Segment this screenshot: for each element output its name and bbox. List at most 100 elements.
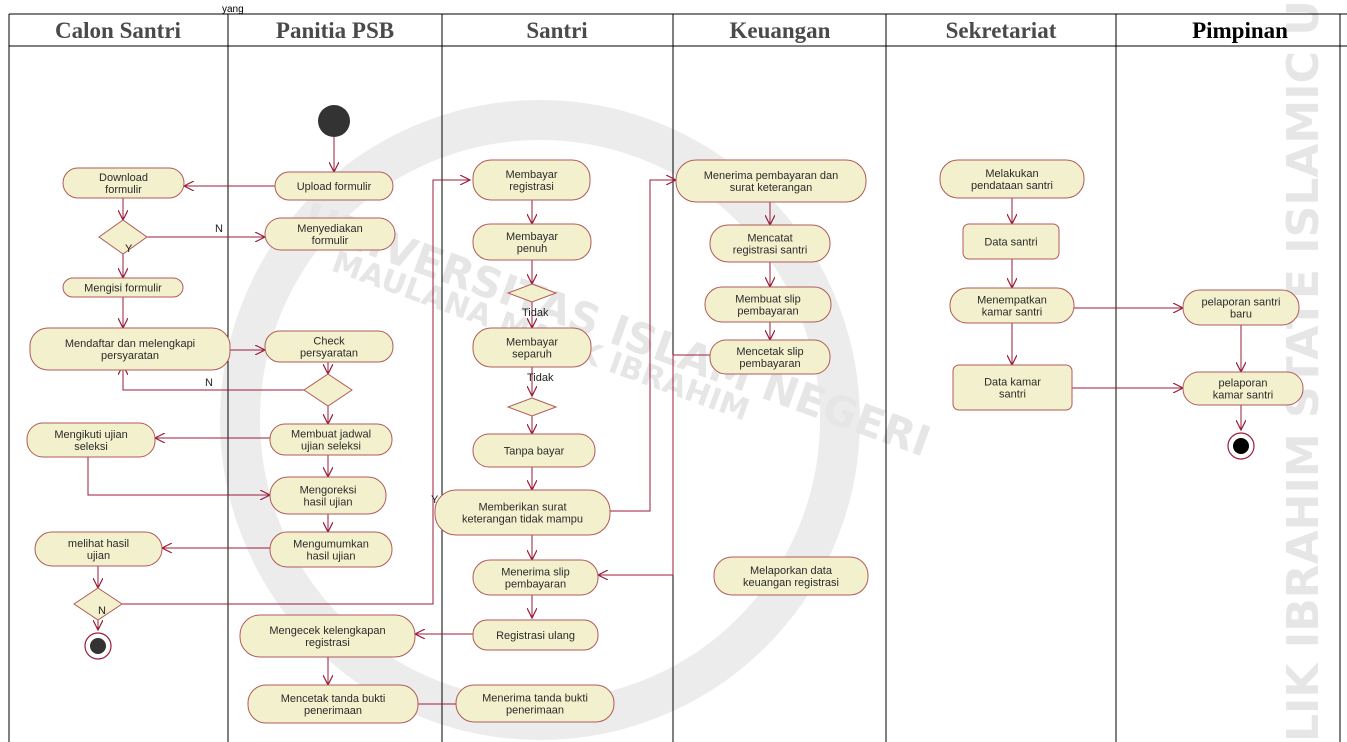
activity-box [434, 489, 611, 536]
activity-label: Mengikuti ujian [54, 429, 127, 441]
activity-label: Membayar [506, 231, 558, 243]
lane-title-panitia-psb: Panitia PSB [276, 18, 394, 43]
activity-label: Data kamar [984, 377, 1041, 389]
activity-label: registrasi [305, 637, 350, 649]
activity-box [269, 476, 387, 515]
activity-box [264, 217, 396, 251]
activity-label: keterangan tidak mampu [462, 514, 583, 526]
activity-upload-formulir: Upload formulir [274, 171, 394, 201]
activity-label: Mengumumkan [293, 539, 369, 551]
activity-mengisi-formulir: Mengisi formulir [62, 277, 184, 298]
activity-label: Mencetak slip [736, 346, 803, 358]
decision-diamond [303, 373, 353, 407]
activity-label: Menerima slip [501, 567, 569, 579]
guard-y1: Y [125, 243, 133, 255]
activity-label: Membayar [506, 337, 558, 349]
activity-label: penuh [517, 243, 548, 255]
activity-box [239, 614, 416, 658]
watermark-side-text: LIK IBRAHIM STATE ISLAMIC UNIVE [1278, 0, 1329, 742]
activity-box [26, 422, 156, 458]
activity-label: Menerima pembayaran dan [704, 170, 839, 182]
activity-box [274, 171, 394, 201]
activity-label: formulir [312, 235, 349, 247]
activity-label: registrasi santri [733, 245, 808, 257]
activity-box [269, 423, 393, 456]
activity-label: Membayar [506, 169, 558, 181]
lane-title-calon-santri: Calon Santri [55, 18, 181, 43]
start-node [318, 105, 350, 137]
edge [123, 365, 306, 391]
activity-box [939, 159, 1085, 199]
activity-box [269, 531, 393, 568]
activity-box [472, 159, 591, 201]
activity-label: Check [313, 336, 345, 348]
decision-nodes [73, 219, 558, 621]
guard-n2: N [205, 377, 213, 389]
activity-box [472, 327, 592, 368]
activity-label: Membuat jadwal [291, 429, 371, 441]
decision-diamond [506, 283, 558, 303]
lane-title-pimpinan: Pimpinan [1192, 18, 1288, 43]
activity-box [952, 364, 1073, 411]
edge [610, 180, 676, 512]
activity-label: persyaratan [300, 348, 358, 360]
activity-box [675, 159, 867, 203]
activity-label: Mencatat [747, 233, 792, 245]
activity-box [472, 619, 599, 651]
decision-diamond [506, 397, 558, 417]
activity-box [709, 224, 831, 263]
activity-label: Data santri [984, 237, 1037, 249]
activity-label: Memberikan surat [478, 502, 566, 514]
activity-label: ujian seleksi [301, 441, 361, 453]
activity-label: Download [99, 172, 148, 184]
activity-box [472, 559, 599, 596]
activity-label: ujian [87, 550, 110, 562]
activity-box [62, 167, 185, 199]
activity-label: surat keterangan [730, 182, 813, 194]
activity-label: Menyediakan [297, 223, 362, 235]
activity-label: pembayaran [505, 579, 566, 591]
activity-box [709, 339, 831, 375]
activity-box [962, 223, 1060, 260]
activity-label: Melakukan [985, 168, 1038, 180]
activity-label: Mendaftar dan melengkapi [65, 338, 195, 350]
edge [122, 180, 470, 605]
activity-label: penerimaan [304, 705, 362, 717]
activity-label: Mengoreksi [300, 485, 357, 497]
activity-label: seleksi [74, 441, 108, 453]
decision-diamond [73, 587, 123, 621]
header-fragment: yang [222, 4, 244, 15]
activity-registrasi-ulang: Registrasi ulang [472, 619, 599, 651]
activity-label: baru [1230, 309, 1252, 321]
guard-y2: Y [431, 494, 439, 506]
end-node-calon [84, 632, 112, 660]
edge [87, 457, 270, 495]
activity-data-santri: Data santri [962, 223, 1060, 260]
activity-label: pelaporan santri [1202, 297, 1281, 309]
